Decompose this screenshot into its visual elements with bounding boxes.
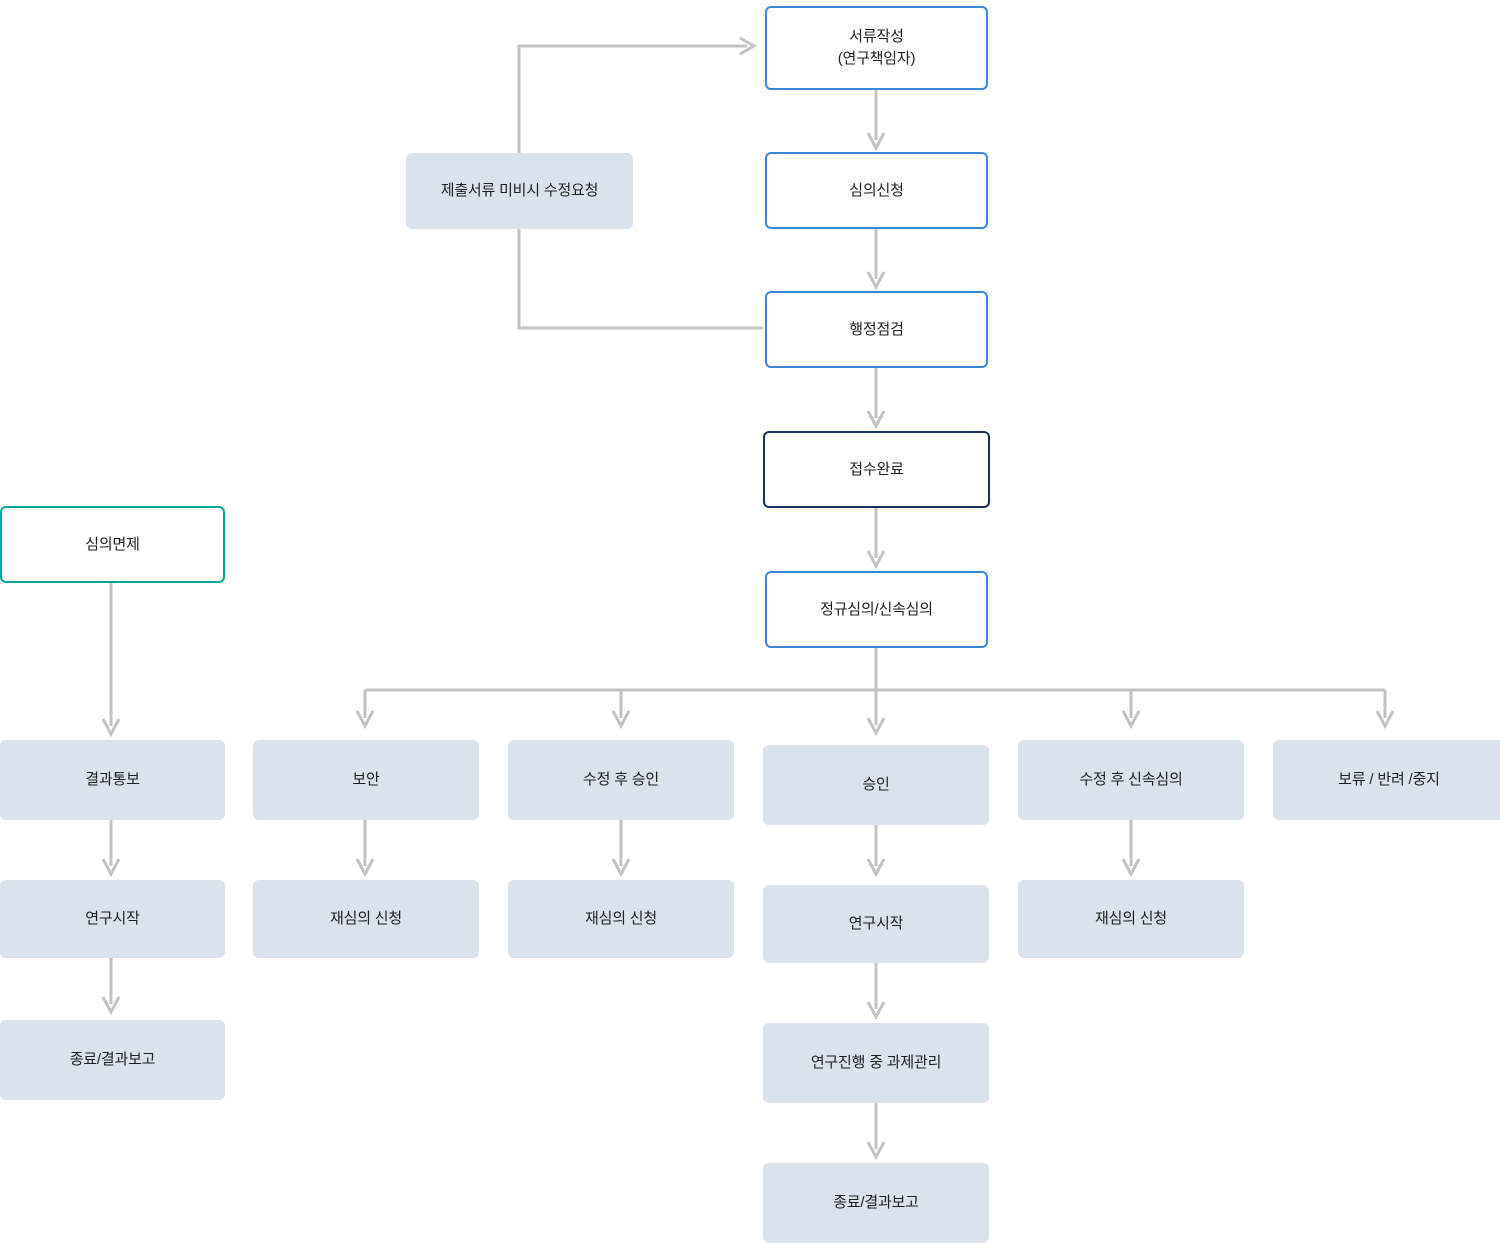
arrowhead-receipt-to-review — [866, 550, 886, 570]
arrowhead-result-to-start — [101, 858, 121, 878]
arrowhead-application-to-admincheck — [866, 271, 886, 291]
node-ongoing-project-management[interactable]: 연구진행 중 과제관리 — [763, 1023, 989, 1103]
node-reexamination-security[interactable]: 재심의 신청 — [253, 880, 479, 958]
node-regular-or-expedited-review[interactable]: 정규심의/신속심의 — [765, 571, 988, 648]
node-admin-check[interactable]: 행정점검 — [765, 291, 988, 368]
node-receipt-complete[interactable]: 접수완료 — [763, 431, 990, 508]
node-doc-preparation[interactable]: 서류작성 (연구책임자) — [765, 6, 988, 90]
node-approval[interactable]: 승인 — [763, 745, 989, 825]
node-review-exemption[interactable]: 심의면제 — [0, 506, 225, 583]
link-admincheck-to-revision — [517, 229, 763, 330]
arrowhead-branch-approve-after-revision — [611, 710, 631, 730]
node-reexamination-approve-after-revision[interactable]: 재심의 신청 — [508, 880, 734, 958]
arrowhead-docprep-to-application — [866, 132, 886, 152]
arrowhead-admincheck-to-receipt — [866, 410, 886, 430]
arrowhead-branch-approval — [866, 717, 886, 737]
arrowhead-approval-to-start — [866, 858, 886, 878]
arrowhead-ongoing-to-report — [866, 1141, 886, 1161]
arrowhead-exemption-to-result — [101, 718, 121, 738]
arrowhead-approve-after-revision-to-reexam — [611, 858, 631, 878]
arrowhead-branch-security — [355, 710, 375, 730]
node-start-research-center[interactable]: 연구시작 — [763, 885, 989, 963]
arrowhead-start-to-ongoing — [866, 1001, 886, 1021]
arrowhead-revision-to-docprep — [739, 36, 758, 56]
node-result-notice[interactable]: 결과통보 — [0, 740, 225, 820]
node-final-report-left[interactable]: 종료/결과보고 — [0, 1020, 225, 1100]
link-review-branch-bar — [365, 648, 1385, 692]
node-approve-after-revision[interactable]: 수정 후 승인 — [508, 740, 734, 820]
arrowhead-branch-hold — [1375, 710, 1395, 730]
link-revision-to-docprep — [517, 44, 747, 153]
node-reexamination-expedited[interactable]: 재심의 신청 — [1018, 880, 1244, 958]
arrowhead-start-to-report-left — [101, 996, 121, 1016]
node-security[interactable]: 보안 — [253, 740, 479, 820]
node-expedited-after-revision[interactable]: 수정 후 신속심의 — [1018, 740, 1244, 820]
node-review-application[interactable]: 심의신청 — [765, 152, 988, 229]
node-start-research-left[interactable]: 연구시작 — [0, 880, 225, 958]
node-final-report-center[interactable]: 종료/결과보고 — [763, 1163, 989, 1243]
arrowhead-security-to-reexam — [355, 858, 375, 878]
node-hold-return-stop[interactable]: 보류 / 반려 /중지 — [1273, 740, 1500, 820]
arrowhead-expedited-to-reexam — [1121, 858, 1141, 878]
arrowhead-branch-expedited — [1121, 710, 1141, 730]
node-revision-request[interactable]: 제출서류 미비시 수정요청 — [406, 153, 633, 229]
